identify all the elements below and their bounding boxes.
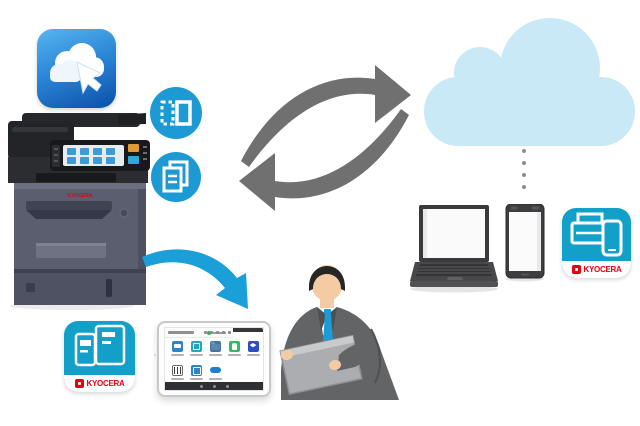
tablet-app-barcode: [169, 365, 185, 380]
copy-circle-icon: [151, 152, 201, 202]
folder-icon: [209, 341, 221, 352]
phone-and-tablet-icon: [74, 324, 126, 367]
barcode-scan-icon: [171, 365, 183, 376]
printer-brand-logo: KYOCERA: [67, 193, 92, 199]
person-tie: [323, 314, 333, 347]
evernote-icon: [228, 341, 240, 352]
person-right-hand: [329, 359, 341, 371]
sync-down-arrow: [239, 109, 409, 211]
tablet-status-bar: [233, 328, 263, 332]
kyocera-logo-text: KYOCERA: [86, 379, 125, 388]
kyocera-logo-text: KYOCERA: [583, 265, 622, 274]
cloud-cursor-icon: [50, 43, 104, 95]
tablet-app-device: [188, 365, 204, 380]
printer-and-phone-icon: [570, 212, 623, 257]
laptop: [410, 205, 498, 293]
tablet-app-scan: [188, 341, 204, 356]
tablet-app-evernote: [226, 341, 242, 356]
printer-stop-button: [128, 144, 139, 152]
tablet-app-print: [169, 341, 185, 356]
print-icon: [171, 341, 183, 352]
cloud-shape: [424, 18, 635, 146]
tablet-app-dropbox: [245, 341, 261, 356]
person-left-hand: [281, 349, 293, 361]
tablet-app-onedrive: [207, 365, 223, 380]
dropbox-icon: [247, 341, 259, 352]
business-person: [279, 265, 399, 400]
printer-paper-tray: [14, 269, 146, 305]
kyocera-logo: KYOCERA: [562, 261, 631, 278]
person-hair: [309, 266, 345, 291]
device-icon: [190, 365, 202, 376]
kyocera-logo-mark: [74, 379, 84, 388]
tablet-status-text: [213, 331, 226, 334]
tablet-toolbar-icons: [204, 330, 231, 334]
print-app-icon: KYOCERA: [562, 208, 631, 278]
tablet-app-title: [168, 331, 194, 334]
tablet-screen: [164, 327, 264, 391]
tablet-nav-bar: [165, 382, 263, 390]
download-arrow: [142, 249, 248, 309]
person-tablet: [279, 334, 363, 395]
smartphone: [505, 204, 545, 282]
mypanel-app-icon: KYOCERA: [64, 321, 135, 392]
sync-up-arrow: [241, 65, 411, 167]
tablet-status-dot: [207, 330, 211, 335]
scan-circle-icon: [150, 87, 202, 139]
kyocera-logo-mark: [571, 265, 581, 274]
printer-mfp: KYOCERA: [8, 113, 150, 310]
tablet-app-folder: [207, 341, 223, 356]
cloud-connect-app-icon: [37, 29, 116, 108]
printer-start-button: [128, 156, 139, 164]
sync-arrows-icon: [239, 65, 411, 211]
connection-dots: [522, 149, 528, 195]
printer-control-panel: [50, 140, 150, 171]
tablet-app-bar: [165, 328, 233, 338]
onedrive-icon: [209, 365, 221, 376]
tablet-camera-dot: [154, 354, 156, 356]
tablet-device: [154, 321, 271, 397]
kyocera-logo: KYOCERA: [64, 375, 135, 392]
scan-icon: [190, 341, 202, 352]
